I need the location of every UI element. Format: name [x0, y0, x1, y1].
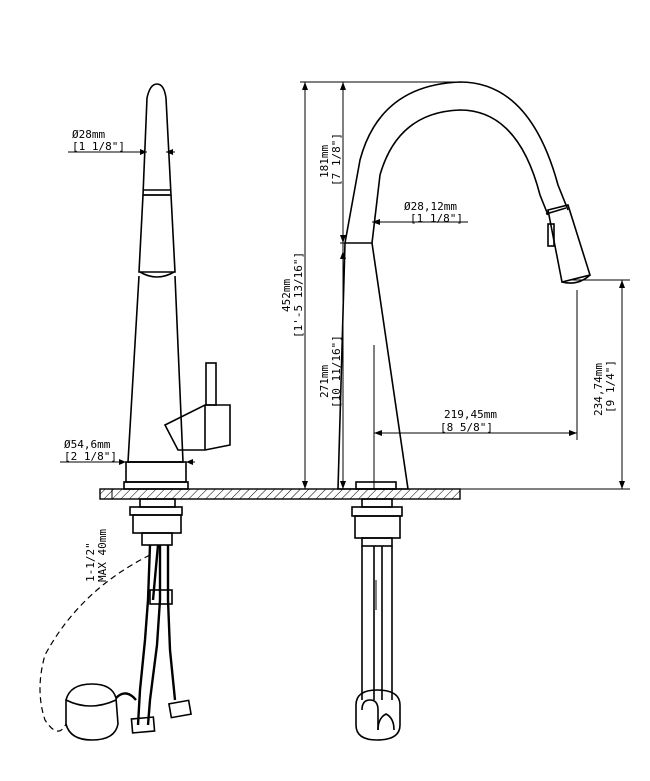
- spout-height-imperial: [7 1/8"]: [330, 133, 343, 186]
- total-height-imperial: [1'-5 13/16"]: [292, 252, 305, 338]
- countertop-deck: [99, 488, 461, 500]
- spout-height-metric: 181mm: [318, 145, 331, 178]
- dimension-labels: Ø28mm [1 1/8"] Ø54,6mm [2 1/8"] 1-1/2" M…: [64, 128, 617, 582]
- clearance-imperial: [9 1/4"]: [604, 360, 617, 413]
- reach-metric: 219,45mm: [444, 408, 497, 421]
- deck-thickness-metric: 1-1/2": [84, 542, 97, 582]
- total-height-metric: 452mm: [280, 279, 293, 312]
- spout-diameter-metric: Ø28,12mm: [404, 200, 457, 213]
- clearance-metric: 234,74mm: [592, 363, 605, 416]
- reach-imperial: [8 5/8"]: [440, 421, 493, 434]
- side-view-faucet: [39, 83, 231, 741]
- handle-diameter-metric: Ø28mm: [72, 128, 105, 141]
- base-diameter-imperial: [2 1/8"]: [64, 450, 117, 463]
- body-height-metric: 271mm: [318, 365, 331, 398]
- front-view-faucet: [300, 81, 630, 741]
- deck-thickness-imperial: MAX 40mm: [96, 529, 109, 582]
- body-height-imperial: [10 11/16"]: [330, 335, 343, 408]
- handle-diameter-imperial: [1 1/8"]: [72, 140, 125, 153]
- base-diameter-metric: Ø54,6mm: [64, 438, 111, 451]
- spout-diameter-imperial: [1 1/8"]: [410, 212, 463, 225]
